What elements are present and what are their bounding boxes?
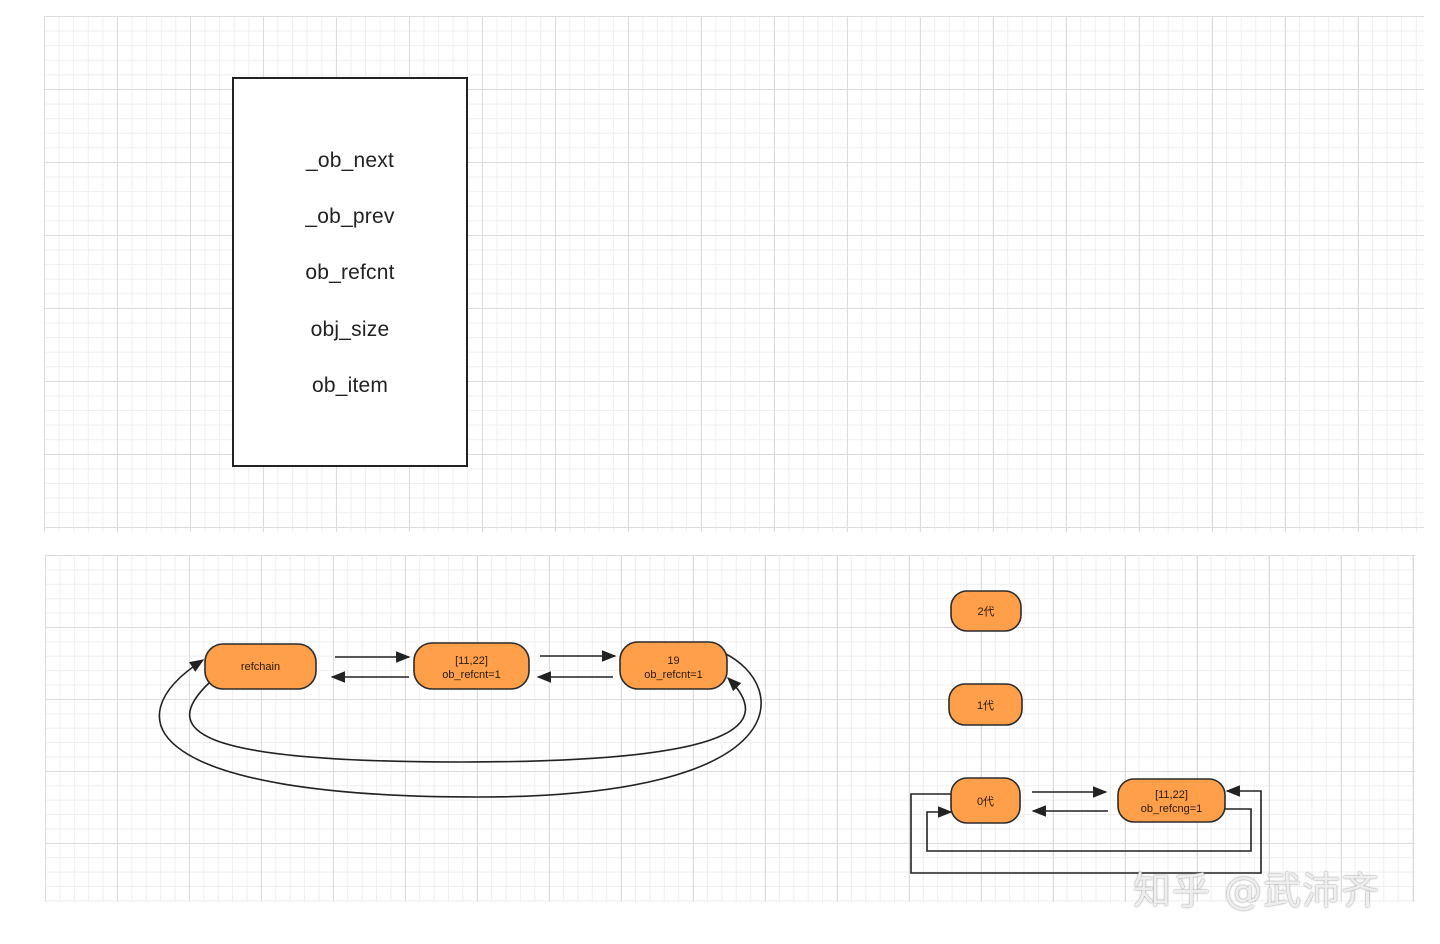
node-list-line2: ob_refcnt=1 [442, 669, 500, 681]
struct-field-obj-size: obj_size [310, 318, 390, 341]
node-int-line2: ob_refcnt=1 [644, 669, 702, 681]
node-gen1: 1代 [948, 683, 1023, 726]
struct-field-ob-item: ob_item [311, 374, 389, 397]
struct-field-ob-next: _ob_next [305, 149, 394, 172]
node-refchain: refchain [204, 643, 317, 690]
node-gen2: 2代 [950, 590, 1022, 632]
node-refchain-label: refchain [241, 661, 280, 673]
node-int-object: 19 ob_refcnt=1 [619, 641, 728, 690]
node-gen2-label: 2代 [977, 605, 994, 618]
watermark-text: 知乎 @武沛齐 [1133, 869, 1381, 913]
node-gen0-item: [11,22] ob_refcng=1 [1117, 778, 1226, 823]
canvas-grid-bottom [45, 555, 1415, 902]
pyobject-struct-box: _ob_next _ob_prev ob_refcnt obj_size ob_… [232, 77, 468, 467]
node-gen0-label: 0代 [977, 795, 994, 808]
node-list-line1: [11,22] [455, 655, 488, 667]
struct-field-ob-prev: _ob_prev [305, 205, 395, 228]
generation-connectors [910, 785, 1262, 874]
loop-arrow-last-to-refchain [158, 652, 762, 798]
node-int-line1: 19 [667, 655, 679, 667]
loop-arrow-item-to-gen0 [926, 806, 1252, 852]
node-gen0: 0代 [950, 777, 1021, 824]
node-gen0-item-line2: ob_refcng=1 [1141, 803, 1202, 815]
loop-arrow-refchain-to-last [188, 676, 747, 763]
node-list-object: [11,22] ob_refcnt=1 [413, 642, 530, 690]
loop-arrow-gen0-to-item [910, 785, 1262, 874]
struct-field-ob-refcnt: ob_refcnt [305, 261, 395, 284]
refchain-connectors [158, 650, 762, 798]
node-gen0-item-line1: [11,22] [1155, 789, 1188, 801]
node-gen1-label: 1代 [977, 699, 994, 712]
